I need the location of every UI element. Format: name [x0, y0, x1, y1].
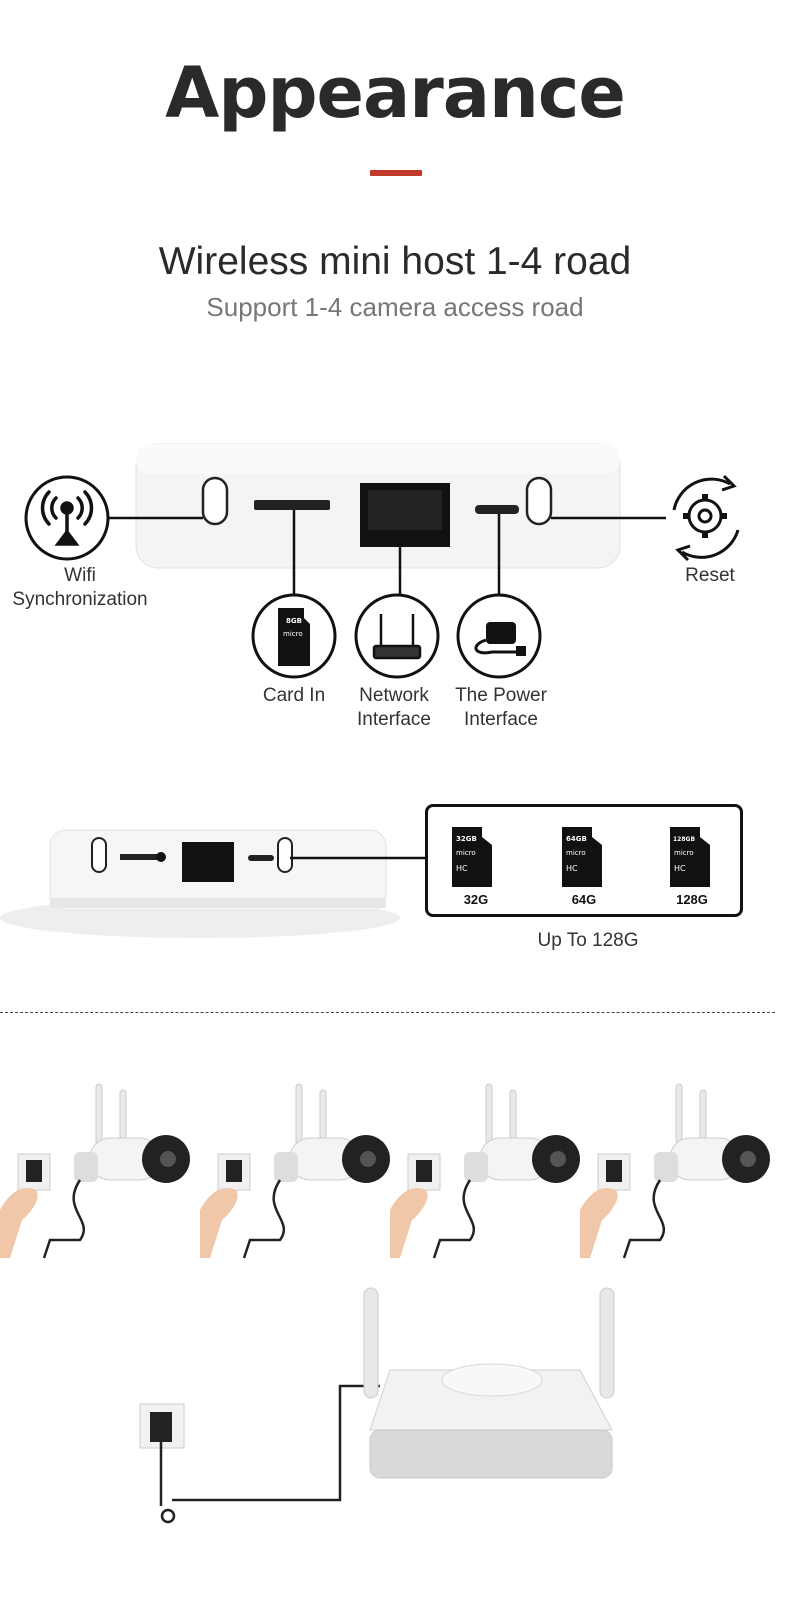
- card-128g-label: 128G: [676, 892, 708, 907]
- svg-text:micro: micro: [456, 849, 476, 857]
- card-32g-label: 32G: [463, 892, 489, 907]
- wifi-sync-label: Wifi Synchronization: [12, 565, 148, 610]
- camera-icon: [578, 1082, 772, 1260]
- svg-text:micro: micro: [674, 849, 694, 857]
- power-label: The Power Interface: [455, 685, 547, 730]
- network-label: Network Interface: [357, 685, 431, 730]
- dc-port: [475, 505, 519, 514]
- router-icon: [372, 614, 422, 660]
- reset-button-slot: [525, 476, 553, 526]
- wifi-sync-icon: [40, 490, 94, 546]
- sync-button-slot: [201, 476, 229, 526]
- svg-text:8GB: 8GB: [286, 617, 302, 625]
- product-subtitle: Wireless mini host 1-4 road: [158, 240, 632, 283]
- title-accent-bar: [370, 170, 422, 176]
- svg-text:128GB: 128GB: [673, 836, 695, 843]
- camera-icon: [388, 1082, 582, 1260]
- storage-caption: Up To 128G: [537, 930, 639, 951]
- card-in-label: Card In: [262, 685, 326, 706]
- power-adapter-icon: [474, 622, 526, 656]
- svg-text:micro: micro: [283, 630, 303, 638]
- card-64g-label: 64G: [571, 892, 597, 907]
- svg-text:32GB: 32GB: [456, 835, 477, 843]
- svg-text:HC: HC: [456, 864, 468, 873]
- reset-gear-icon: [672, 474, 740, 562]
- camera-icon: [0, 1082, 192, 1260]
- svg-text:micro: micro: [566, 849, 586, 857]
- microsd-icon: 8GB micro: [278, 608, 310, 666]
- card-slot: [254, 500, 330, 510]
- storage-diagram: [0, 829, 428, 938]
- svg-text:64GB: 64GB: [566, 835, 587, 843]
- section-divider: [0, 1012, 775, 1013]
- svg-text:HC: HC: [674, 864, 686, 873]
- nvr-host-icon: [363, 1287, 615, 1479]
- cameras-illustration: [0, 1082, 772, 1260]
- network-circle: [354, 593, 440, 679]
- port-diagram: 8GB micro: [24, 443, 740, 679]
- camera-icon: [198, 1082, 392, 1260]
- page-title: Appearance: [165, 52, 626, 134]
- wall-plug-icon: [139, 1403, 185, 1524]
- nvr-illustration: [139, 1287, 615, 1524]
- product-tagline: Support 1-4 camera access road: [206, 292, 584, 322]
- reset-label: Reset: [685, 565, 735, 586]
- svg-text:HC: HC: [566, 864, 578, 873]
